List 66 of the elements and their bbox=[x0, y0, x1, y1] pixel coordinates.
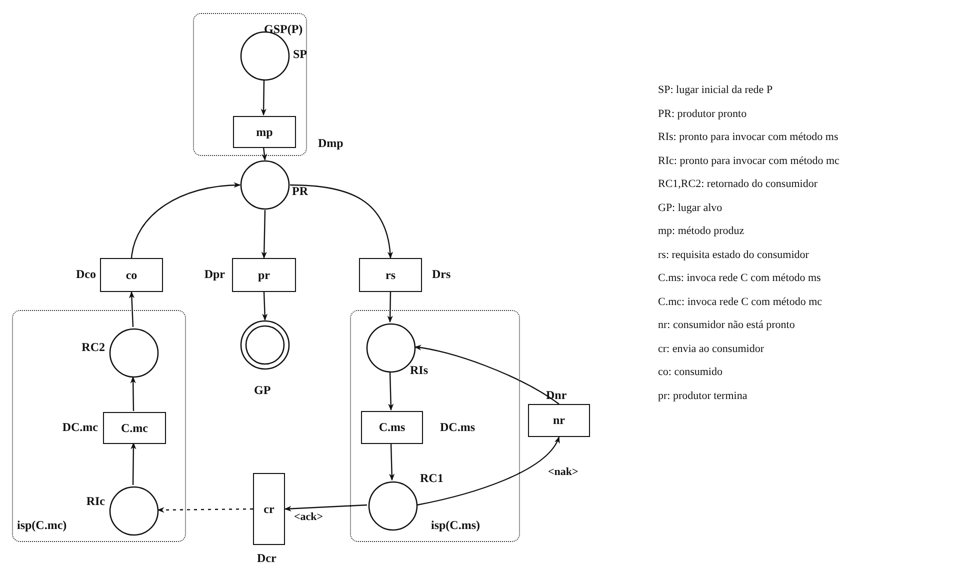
note-text: rs: requisita estado do consumidor bbox=[658, 248, 809, 260]
arrow bbox=[414, 345, 560, 404]
transition-label: Drs bbox=[432, 267, 451, 282]
goal-place-circle bbox=[240, 320, 290, 370]
transition-label: Dmp bbox=[318, 136, 344, 151]
subnet-frame bbox=[193, 13, 307, 156]
arrow bbox=[128, 291, 135, 328]
arrow bbox=[130, 442, 136, 485]
subnet-label: isp(C.ms) bbox=[431, 518, 480, 533]
transition-label: Dcr bbox=[257, 551, 276, 566]
place-label: RIs bbox=[410, 363, 428, 378]
edge-label: <nak> bbox=[547, 466, 580, 478]
place-label: PR bbox=[292, 184, 308, 199]
arrow bbox=[262, 292, 268, 321]
note-text: nr: consumidor não está pronto bbox=[658, 319, 795, 331]
transition-box: C.ms bbox=[361, 411, 423, 444]
place-circle bbox=[109, 328, 159, 378]
place-label: SP bbox=[293, 47, 308, 62]
note-text: SP: lugar inicial da rede P bbox=[658, 84, 773, 96]
arrow bbox=[130, 376, 136, 411]
subnet-label: GSP(P) bbox=[264, 22, 303, 37]
transition-label: DC.mc bbox=[62, 420, 98, 435]
place-label: RC2 bbox=[82, 340, 105, 355]
arrow bbox=[262, 146, 268, 161]
arrow bbox=[416, 436, 560, 506]
arrow bbox=[290, 184, 393, 259]
transition-box: C.mc bbox=[103, 412, 166, 444]
place-circle bbox=[240, 160, 290, 210]
arrow bbox=[387, 292, 393, 323]
arrow bbox=[389, 442, 395, 481]
note-text: PR: produtor pronto bbox=[658, 108, 747, 120]
note-text: mp: método produz bbox=[658, 225, 744, 237]
note-text: GP: lugar alvo bbox=[658, 202, 722, 214]
place-circle bbox=[109, 486, 159, 536]
transition-box: co bbox=[100, 258, 163, 292]
place-label: RIc bbox=[86, 494, 105, 509]
arrow bbox=[388, 372, 394, 411]
transition-box: mp bbox=[233, 116, 296, 148]
transition-label: Dpr bbox=[204, 267, 225, 282]
transition-label: Dnr bbox=[546, 388, 567, 403]
note-text: C.mc: invoca rede C com método mc bbox=[658, 296, 822, 308]
place-circle bbox=[368, 481, 418, 531]
arrow bbox=[130, 182, 241, 258]
note-text: RC1,RC2: retornado do consumidor bbox=[658, 178, 818, 190]
note-text: co: consumido bbox=[658, 366, 722, 378]
subnet-frame bbox=[12, 310, 186, 542]
subnet-frame bbox=[350, 310, 520, 542]
transition-label: Dco bbox=[76, 267, 96, 282]
place-label: GP bbox=[254, 383, 271, 398]
subnet-label: isp(C.mc) bbox=[17, 518, 67, 533]
note-text: RIs: pronto para invocar com método ms bbox=[658, 131, 838, 143]
note-text: RIc: pronto para invocar com método mc bbox=[658, 154, 840, 166]
transition-box: pr bbox=[232, 258, 296, 292]
arrow bbox=[157, 507, 253, 513]
note-text: pr: produtor termina bbox=[658, 390, 748, 402]
edge-label: <ack> bbox=[293, 511, 324, 523]
transition-box: nr bbox=[528, 404, 590, 437]
transition-label: DC.ms bbox=[440, 420, 475, 435]
arrow bbox=[261, 210, 267, 259]
arrow bbox=[284, 504, 368, 512]
transition-box: rs bbox=[359, 258, 422, 292]
place-label: RC1 bbox=[420, 471, 444, 486]
note-text: cr: envia ao consumidor bbox=[658, 342, 764, 354]
note-text: C.ms: invoca rede C com método ms bbox=[658, 272, 821, 284]
transition-box: cr bbox=[253, 473, 285, 545]
arrow bbox=[260, 80, 266, 116]
